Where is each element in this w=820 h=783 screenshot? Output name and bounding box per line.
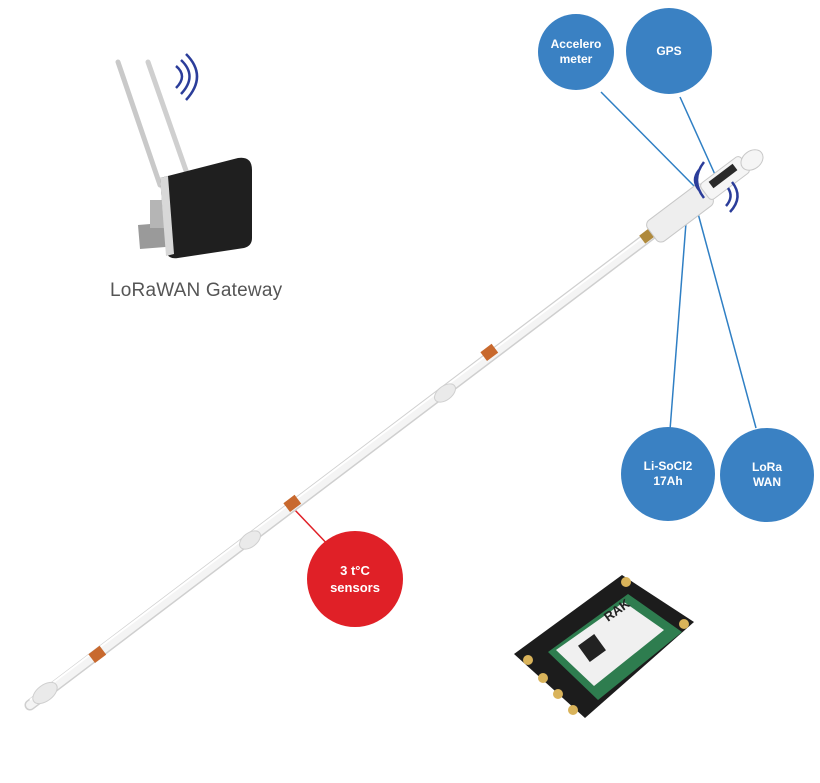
connector-accelerometer: [600, 91, 701, 193]
sensor-band: [283, 494, 302, 513]
sensor-band: [480, 343, 499, 362]
probe-joint: [434, 383, 456, 403]
bubble-accelerometer: Accelero meter: [538, 14, 614, 90]
gateway-label: LoRaWAN Gateway: [110, 280, 283, 301]
gateway-body: [160, 157, 252, 259]
bubble-sensors: 3 t°C sensors: [307, 531, 403, 627]
probe-tip: [32, 681, 58, 705]
gateway-antenna-left: [115, 59, 163, 188]
bubble-lorawan: LoRa WAN: [720, 428, 814, 522]
gateway-antenna-right: [145, 59, 193, 185]
rak-module-image: RAK: [514, 575, 694, 718]
wifi-icon-gateway: [175, 65, 184, 89]
soil-probe-image: [24, 149, 764, 711]
qr-code-icon: [578, 634, 606, 662]
sensor-band: [88, 645, 107, 664]
connector-battery: [669, 209, 688, 431]
gateway-image: [115, 53, 252, 259]
connector-lorawan: [695, 205, 757, 429]
bubble-gps: GPS: [626, 8, 712, 94]
gateway-body-edge: [160, 176, 174, 256]
bubble-battery: Li-SoCl2 17Ah: [621, 427, 715, 521]
rak-chip: [556, 602, 664, 686]
probe-joint: [239, 530, 261, 550]
probe-shaft: [26, 224, 664, 709]
